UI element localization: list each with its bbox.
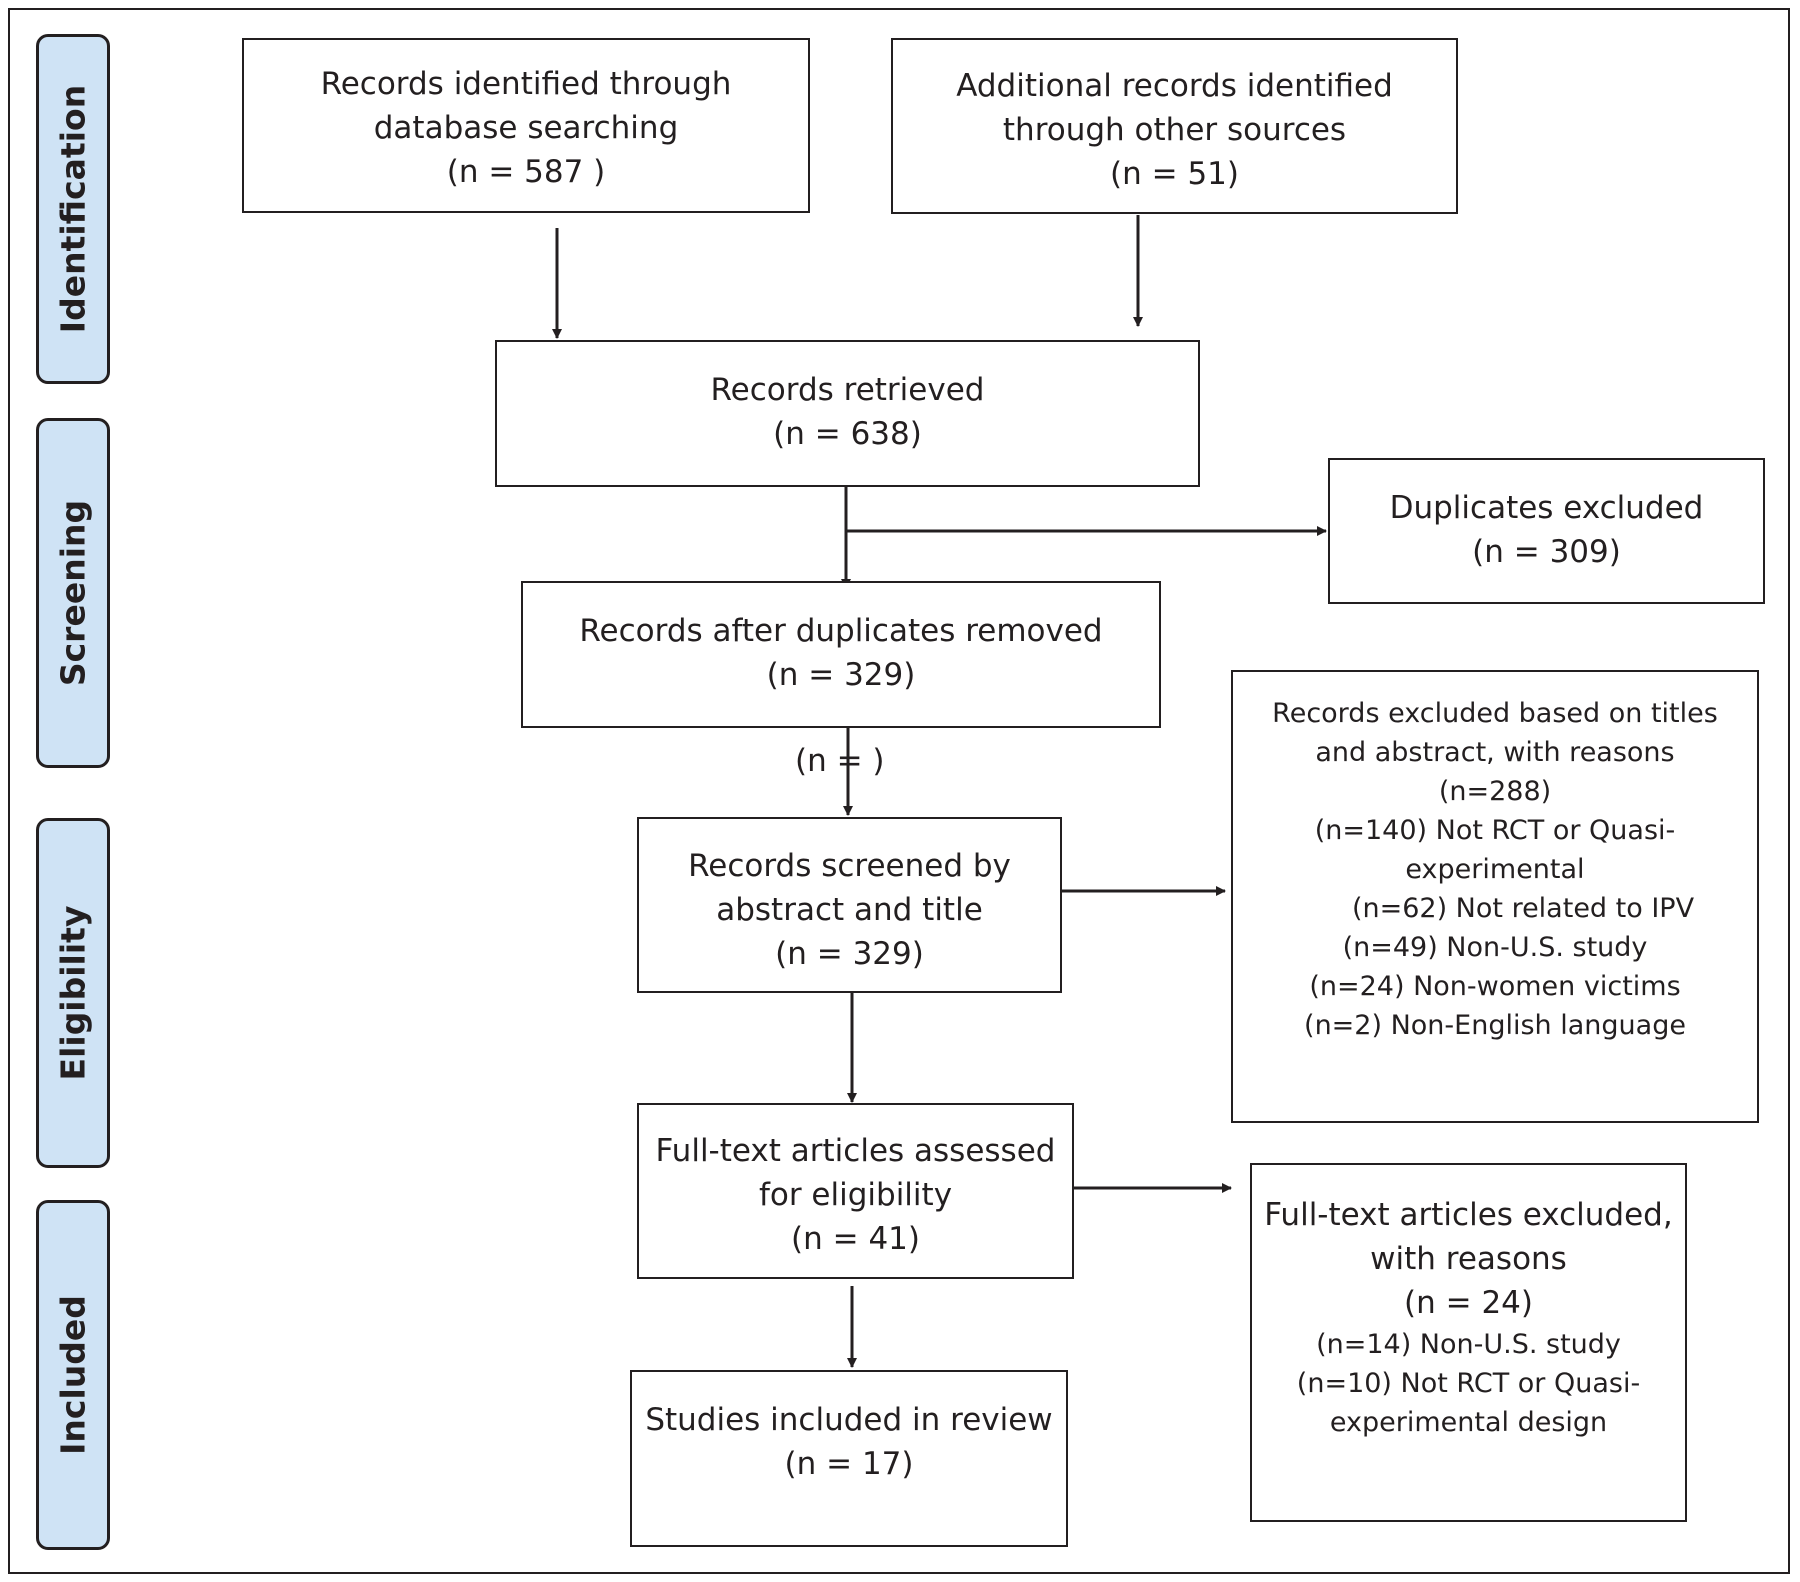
box-records-retrieved: Records retrieved (n = 638) (495, 340, 1200, 487)
stage-screening: Screening (36, 418, 110, 768)
box-fulltext-assessed: Full-text articles assessed for eligibil… (637, 1103, 1074, 1279)
box-records-screened: Records screened by abstract and title (… (637, 817, 1062, 993)
stage-included: Included (36, 1200, 110, 1550)
stray-n-label: (n = ) (795, 743, 885, 779)
box-excluded-titles: Records excluded based on titles and abs… (1231, 670, 1759, 1123)
stage-identification: Identification (36, 34, 110, 384)
figure-frame (8, 8, 1790, 1574)
box-fulltext-excluded: Full-text articles excluded, with reason… (1250, 1163, 1687, 1522)
box-database-search: Records identified through database sear… (242, 38, 810, 213)
box-duplicates-excluded: Duplicates excluded (n = 309) (1328, 458, 1765, 604)
box-after-duplicates: Records after duplicates removed (n = 32… (521, 581, 1161, 728)
stage-eligibility: Eligibility (36, 818, 110, 1168)
box-studies-included: Studies included in review (n = 17) (630, 1370, 1068, 1547)
box-other-sources: Additional records identified through ot… (891, 38, 1458, 214)
